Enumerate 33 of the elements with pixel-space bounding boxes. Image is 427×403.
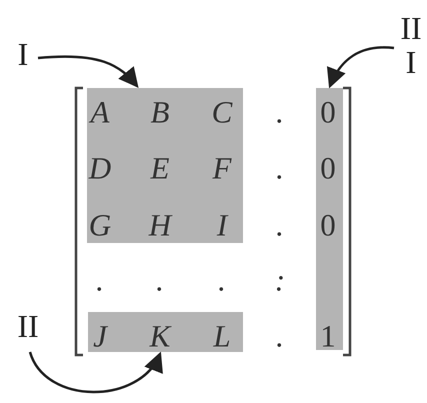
matrix-entry: F <box>211 152 233 184</box>
matrix-entry: B <box>150 96 170 128</box>
matrix-entry: 0 <box>319 96 337 128</box>
matrix-entry: E <box>149 152 170 184</box>
matrix-entry: . <box>275 96 285 128</box>
matrix-entry: . <box>155 264 165 296</box>
matrix-entry: D <box>88 152 112 184</box>
roman-numeral-label: I <box>16 38 30 72</box>
matrix-entry: 0 <box>319 210 337 240</box>
matrix-entry: . <box>275 210 285 240</box>
curved-arrow <box>28 352 162 394</box>
matrix-entry: . <box>275 320 285 352</box>
matrix-entry: L <box>212 320 232 352</box>
roman-numeral-label: II <box>16 310 40 344</box>
matrix-entry: C <box>210 96 234 128</box>
curved-arrow <box>328 46 394 88</box>
matrix-entry: J <box>92 320 109 352</box>
matrix-entry: : <box>274 264 286 296</box>
shaded-strip <box>316 88 343 350</box>
matrix-entry: 0 <box>319 152 337 184</box>
shaded-strip <box>88 312 243 352</box>
matrix-entry: . <box>217 264 227 296</box>
matrix-entry: K <box>148 320 172 352</box>
matrix-entry: G <box>88 210 112 240</box>
matrix-entry: 1 <box>319 320 337 352</box>
shaded-block <box>87 88 243 243</box>
matrix-entry: I <box>216 210 230 240</box>
curved-arrow <box>38 55 139 88</box>
matrix-entry: . <box>275 152 285 184</box>
roman-numeral-label: II I <box>399 12 423 80</box>
matrix-entry: H <box>148 210 174 240</box>
matrix-entry: . <box>95 264 105 296</box>
matrix-entry: A <box>88 96 110 128</box>
